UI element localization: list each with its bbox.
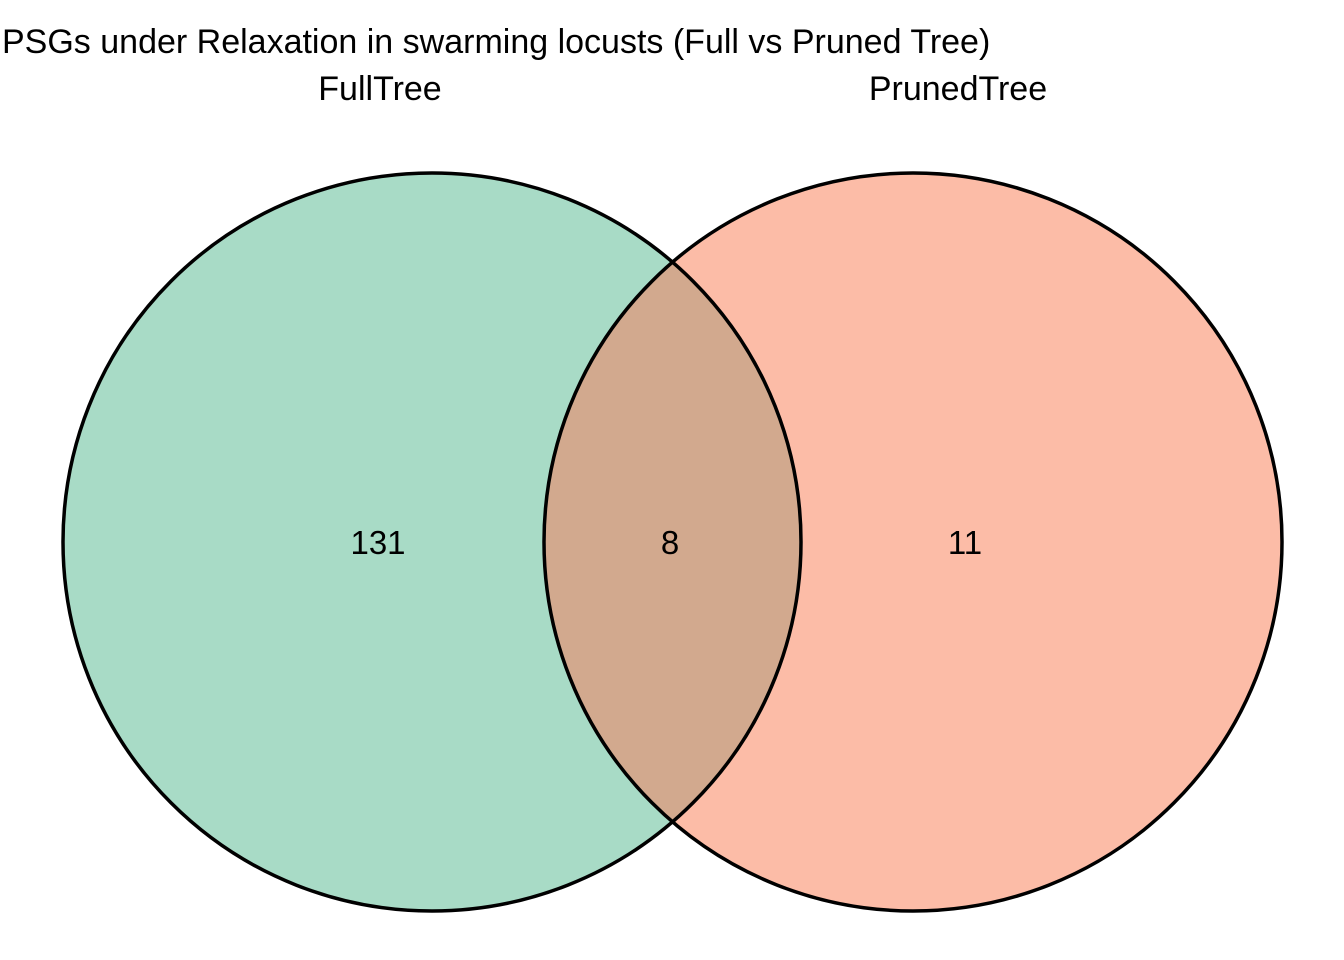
chart-title: PSGs under Relaxation in swarming locust… bbox=[2, 23, 990, 61]
intersection-region-fill bbox=[544, 173, 801, 911]
fulltree-set-label: FullTree bbox=[318, 70, 441, 108]
prunedtree-set-label: PrunedTree bbox=[869, 70, 1047, 108]
intersection-count: 8 bbox=[661, 524, 679, 561]
prunedtree-circle-outline bbox=[542, 171, 1284, 913]
fulltree-only-count: 131 bbox=[350, 524, 405, 561]
fulltree-circle-outline bbox=[61, 171, 803, 913]
prunedtree-only-count: 11 bbox=[948, 524, 982, 561]
